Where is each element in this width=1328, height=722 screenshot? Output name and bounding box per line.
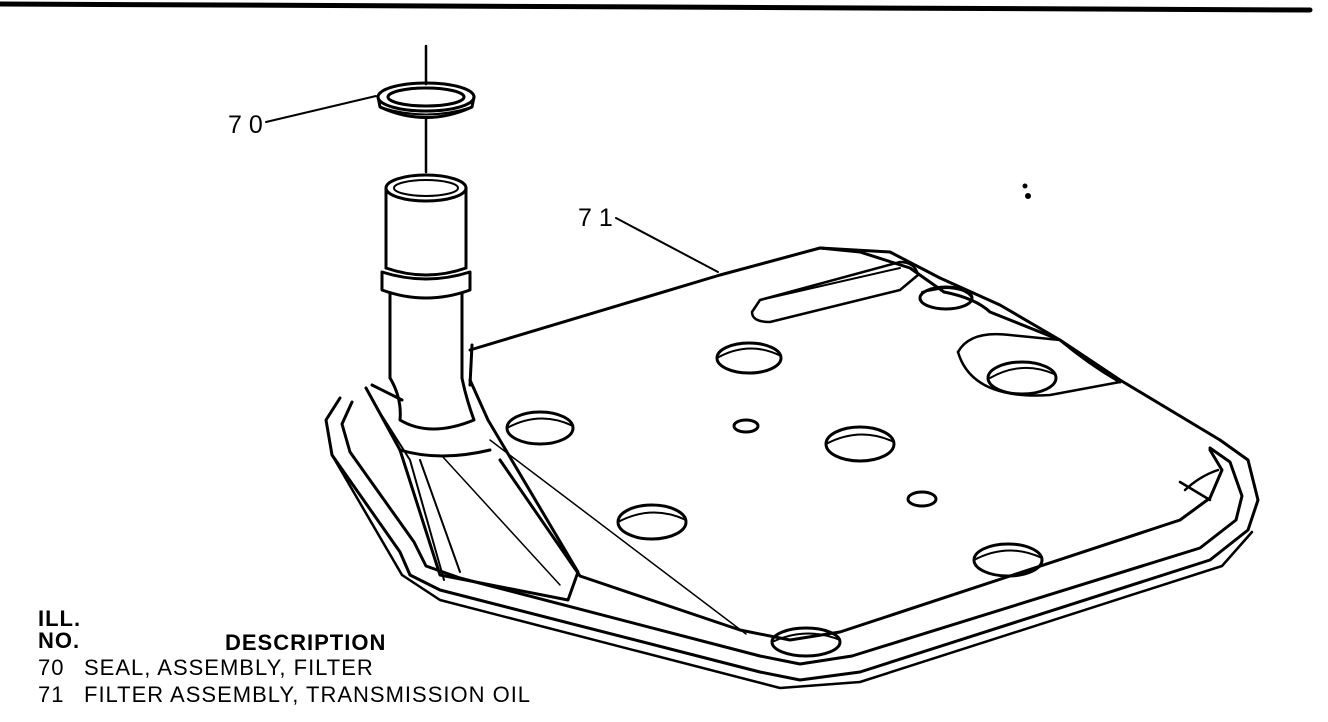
legend-header-no: NO. (38, 628, 81, 653)
legend-item-no: 71 (38, 682, 65, 707)
intake-pipe (364, 173, 580, 602)
legend-item-description: FILTER ASSEMBLY, TRANSMISSION OIL (84, 682, 532, 707)
top-border-rule (0, 1, 1313, 13)
callout-71: 71 (578, 204, 620, 232)
parts-legend: ILL. NO. DESCRIPTION 70 SEAL, ASSEMBLY, F… (38, 608, 638, 708)
legend-row: 70 SEAL, ASSEMBLY, FILTER (38, 654, 638, 681)
leader-line-71 (615, 217, 719, 273)
legend-item-description: SEAL, ASSEMBLY, FILTER (84, 655, 374, 680)
legend-header-row: NO. DESCRIPTION (38, 630, 638, 654)
seal-ring-70 (376, 81, 476, 119)
legend-header-description: DESCRIPTION (225, 630, 387, 655)
legend-item-no: 70 (38, 655, 65, 680)
stray-mark-2 (1022, 183, 1028, 189)
legend-row: 71 FILTER ASSEMBLY, TRANSMISSION OIL (38, 681, 638, 708)
leader-line-70 (265, 95, 377, 123)
stray-mark (1025, 193, 1031, 199)
callout-70: 70 (228, 111, 270, 139)
legend-header-ill: ILL. (38, 606, 82, 631)
